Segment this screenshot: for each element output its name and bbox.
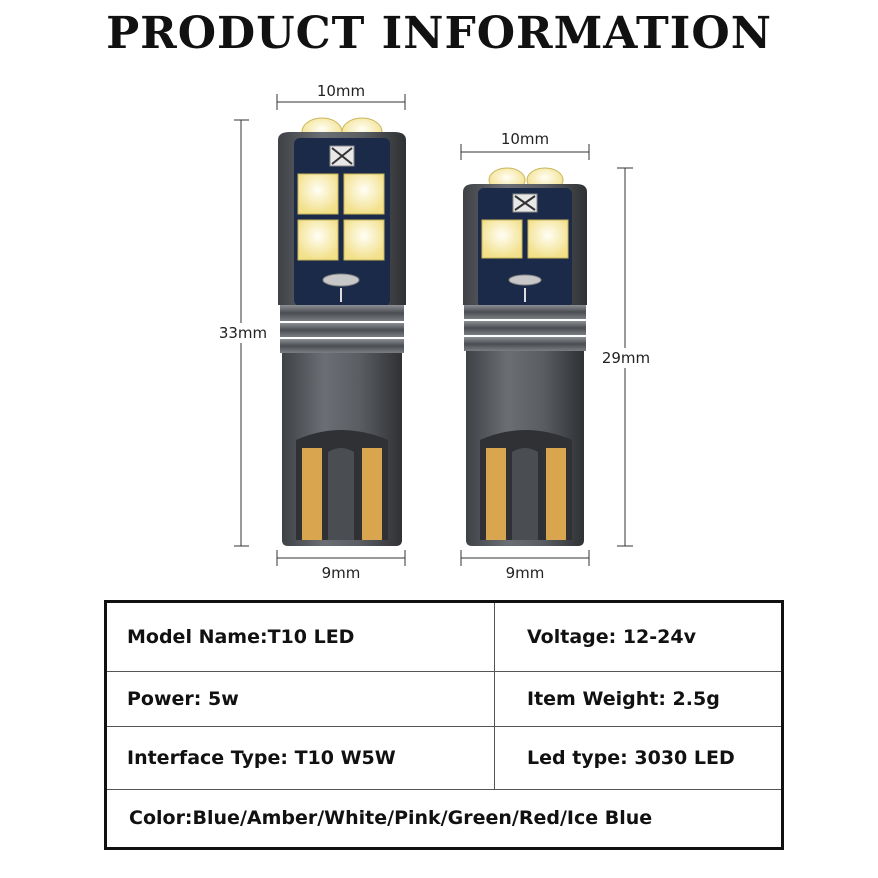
large-height-label: 33mm <box>219 324 267 342</box>
bulb-large: 10mm 33mm <box>214 82 406 582</box>
contact-pin <box>546 448 566 540</box>
spec-row: Interface Type: T10 W5W Led type: 3030 L… <box>107 726 781 790</box>
spec-table: Model Name:T10 LED Voltage: 12-24v Power… <box>104 600 784 850</box>
spec-interface-type: Interface Type: T10 W5W <box>127 746 396 769</box>
bulb-small: 10mm 29mm 9mm <box>460 130 654 582</box>
spec-cell: Color:Blue/Amber/White/Pink/Green/Red/Ic… <box>107 789 781 847</box>
spec-cell: Voltage: 12-24v <box>495 603 781 671</box>
contact-pin <box>362 448 382 540</box>
small-height-label: 29mm <box>602 349 650 367</box>
large-base-label: 9mm <box>322 564 361 582</box>
small-base-label: 9mm <box>506 564 545 582</box>
spec-voltage: Voltage: 12-24v <box>527 626 696 648</box>
spec-cell: Item Weight: 2.5g <box>495 671 781 726</box>
small-width-label: 10mm <box>501 130 549 148</box>
contact-pin <box>486 448 506 540</box>
contact-pin <box>302 448 322 540</box>
spec-item-weight: Item Weight: 2.5g <box>527 687 720 710</box>
spec-cell: Interface Type: T10 W5W <box>107 726 495 789</box>
spec-row: Power: 5w Item Weight: 2.5g <box>107 671 781 727</box>
spec-power: Power: 5w <box>127 687 239 710</box>
circuit-board <box>478 188 572 308</box>
spec-cell: Model Name:T10 LED <box>107 603 495 671</box>
spec-model-name: Model Name:T10 LED <box>127 626 355 648</box>
page-title: PRODUCT INFORMATION <box>106 8 772 59</box>
spec-cell: Led type: 3030 LED <box>495 726 781 789</box>
spec-led-type: Led type: 3030 LED <box>527 746 735 769</box>
spec-color: Color:Blue/Amber/White/Pink/Green/Red/Ic… <box>129 807 653 829</box>
large-width-label: 10mm <box>317 82 365 100</box>
product-figure: 10mm 33mm <box>214 82 654 582</box>
spec-row: Color:Blue/Amber/White/Pink/Green/Red/Ic… <box>107 789 781 847</box>
spec-row: Model Name:T10 LED Voltage: 12-24v <box>107 603 781 672</box>
spec-cell: Power: 5w <box>107 671 495 726</box>
